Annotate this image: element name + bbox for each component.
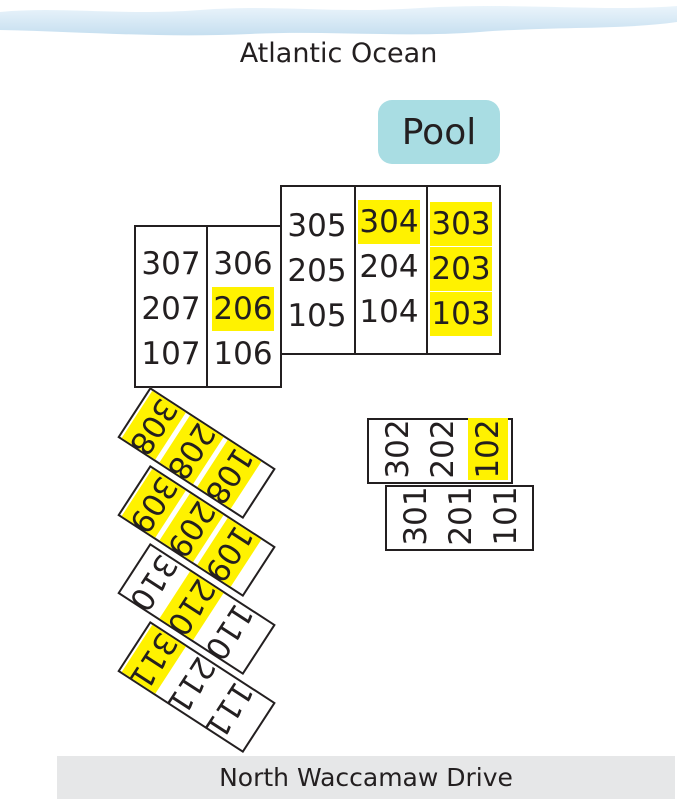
unit-201: 201 [443, 486, 479, 546]
unit-102: 102 [468, 418, 508, 480]
unit-305: 305 [287, 208, 347, 244]
unit-205: 205 [287, 253, 347, 289]
unit-207: 207 [141, 291, 201, 327]
unit-303: 303 [430, 202, 492, 246]
unit-104: 104 [359, 294, 419, 330]
road-label: North Waccamaw Drive [57, 756, 675, 799]
unit-304: 304 [358, 200, 420, 244]
unit-204: 204 [359, 249, 419, 285]
unit-206: 206 [212, 287, 274, 331]
pool: Pool [378, 100, 500, 164]
unit-301: 301 [398, 486, 434, 546]
unit-306: 306 [213, 246, 273, 282]
building-301 [385, 485, 534, 551]
unit-105: 105 [287, 298, 347, 334]
ocean-label: Atlantic Ocean [239, 38, 438, 69]
unit-103: 103 [430, 292, 492, 336]
unit-202: 202 [425, 419, 461, 479]
unit-307: 307 [141, 246, 201, 282]
unit-203: 203 [430, 247, 492, 291]
unit-302: 302 [380, 419, 416, 479]
ocean-shape [0, 6, 677, 36]
unit-101: 101 [488, 486, 524, 546]
unit-107: 107 [141, 336, 201, 372]
unit-106: 106 [213, 336, 273, 372]
